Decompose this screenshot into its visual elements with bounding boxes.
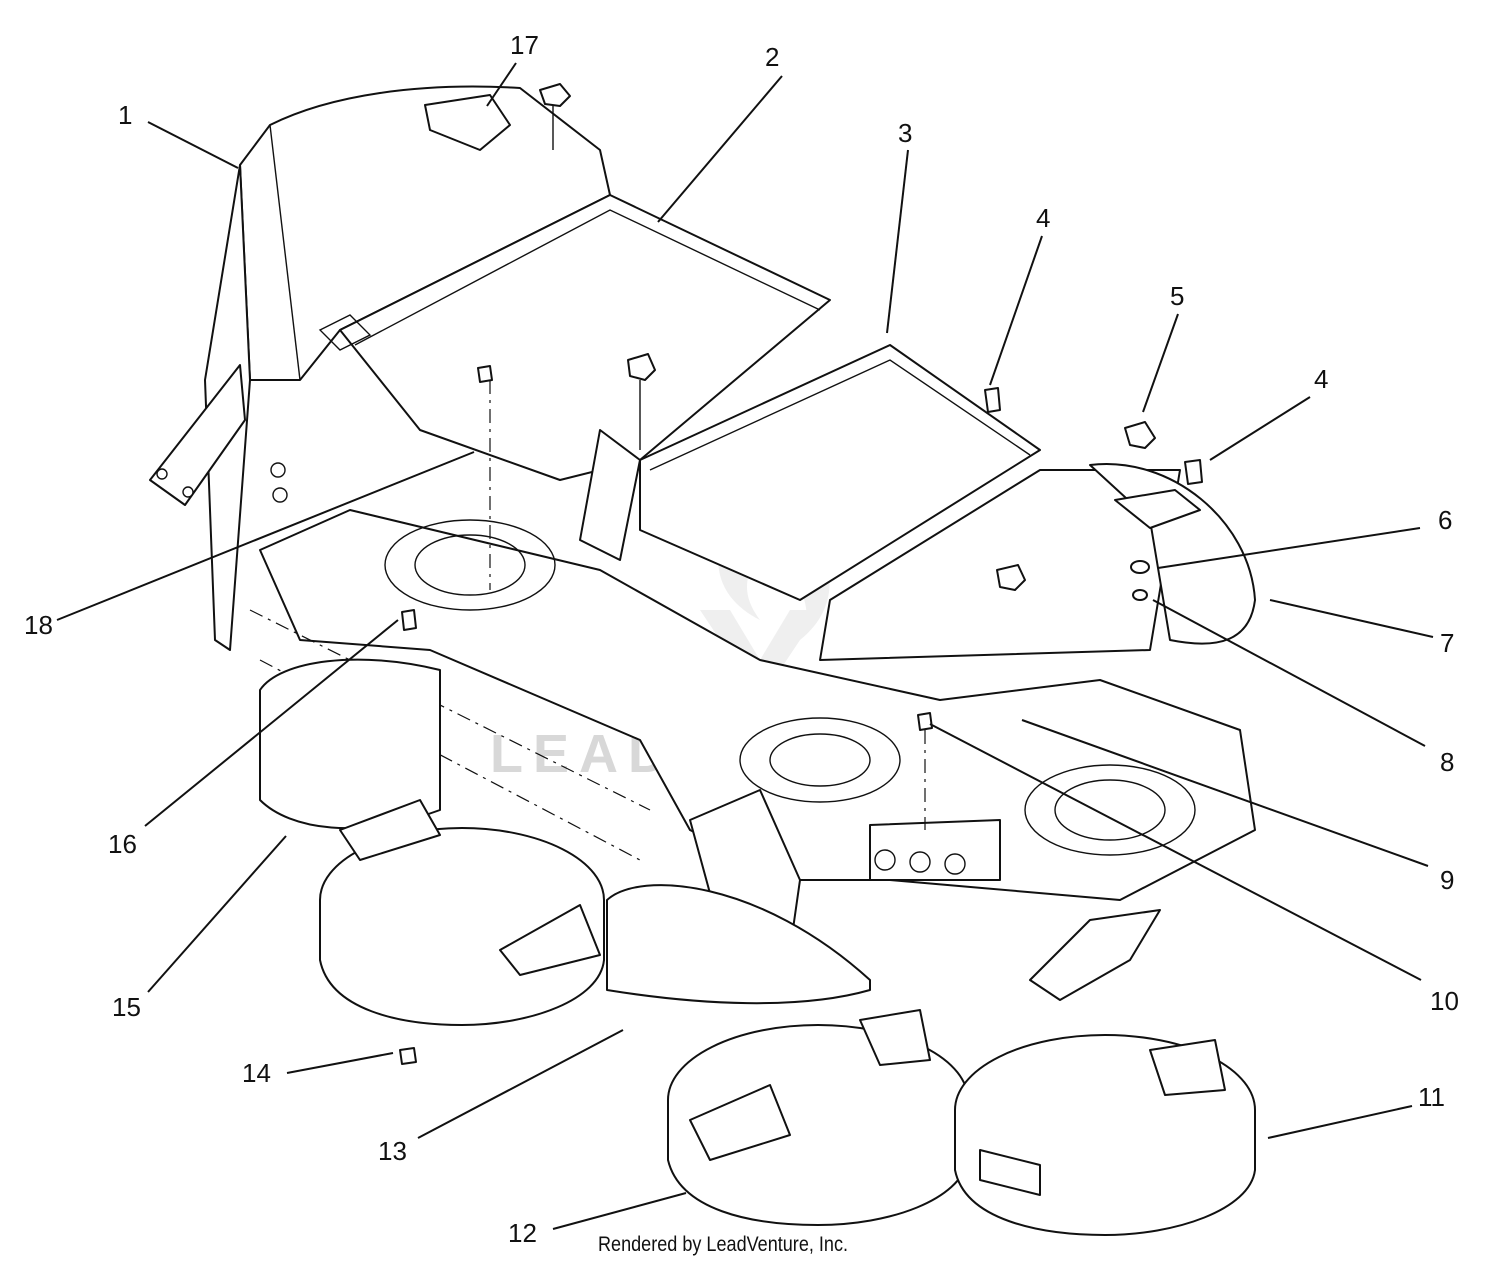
callout-9: 9: [1440, 865, 1454, 895]
callout-4b: 4: [1314, 364, 1328, 394]
callout-8: 8: [1440, 747, 1454, 777]
callout-6: 6: [1438, 505, 1452, 535]
leader-lines: [56, 62, 1434, 1230]
callout-16: 16: [108, 829, 137, 859]
hardware: [399, 83, 1203, 1065]
callout-5: 5: [1170, 281, 1184, 311]
callout-3: 3: [898, 118, 912, 148]
callout-1: 1: [118, 100, 132, 130]
callout-17: 17: [510, 30, 539, 60]
callout-15: 15: [112, 992, 141, 1022]
callout-18: 18: [24, 610, 53, 640]
center-plate: [579, 344, 1041, 601]
callout-12: 12: [508, 1218, 537, 1248]
callout-7: 7: [1440, 628, 1454, 658]
callout-14: 14: [242, 1058, 271, 1088]
callout-numbers: 1 2 3 4 5 4 6 7 8 9 10 11 12 13 14 15 16…: [24, 30, 1459, 1248]
callout-11: 11: [1418, 1082, 1445, 1112]
callout-10: 10: [1430, 986, 1459, 1016]
baffle-rings: [259, 658, 1256, 1236]
callout-4: 4: [1036, 203, 1050, 233]
frame-body: [149, 85, 611, 651]
footer-credit: Rendered by LeadVenture, Inc.: [598, 1233, 849, 1256]
right-plate: [819, 463, 1256, 661]
callout-2: 2: [765, 42, 779, 72]
callout-13: 13: [378, 1136, 407, 1166]
